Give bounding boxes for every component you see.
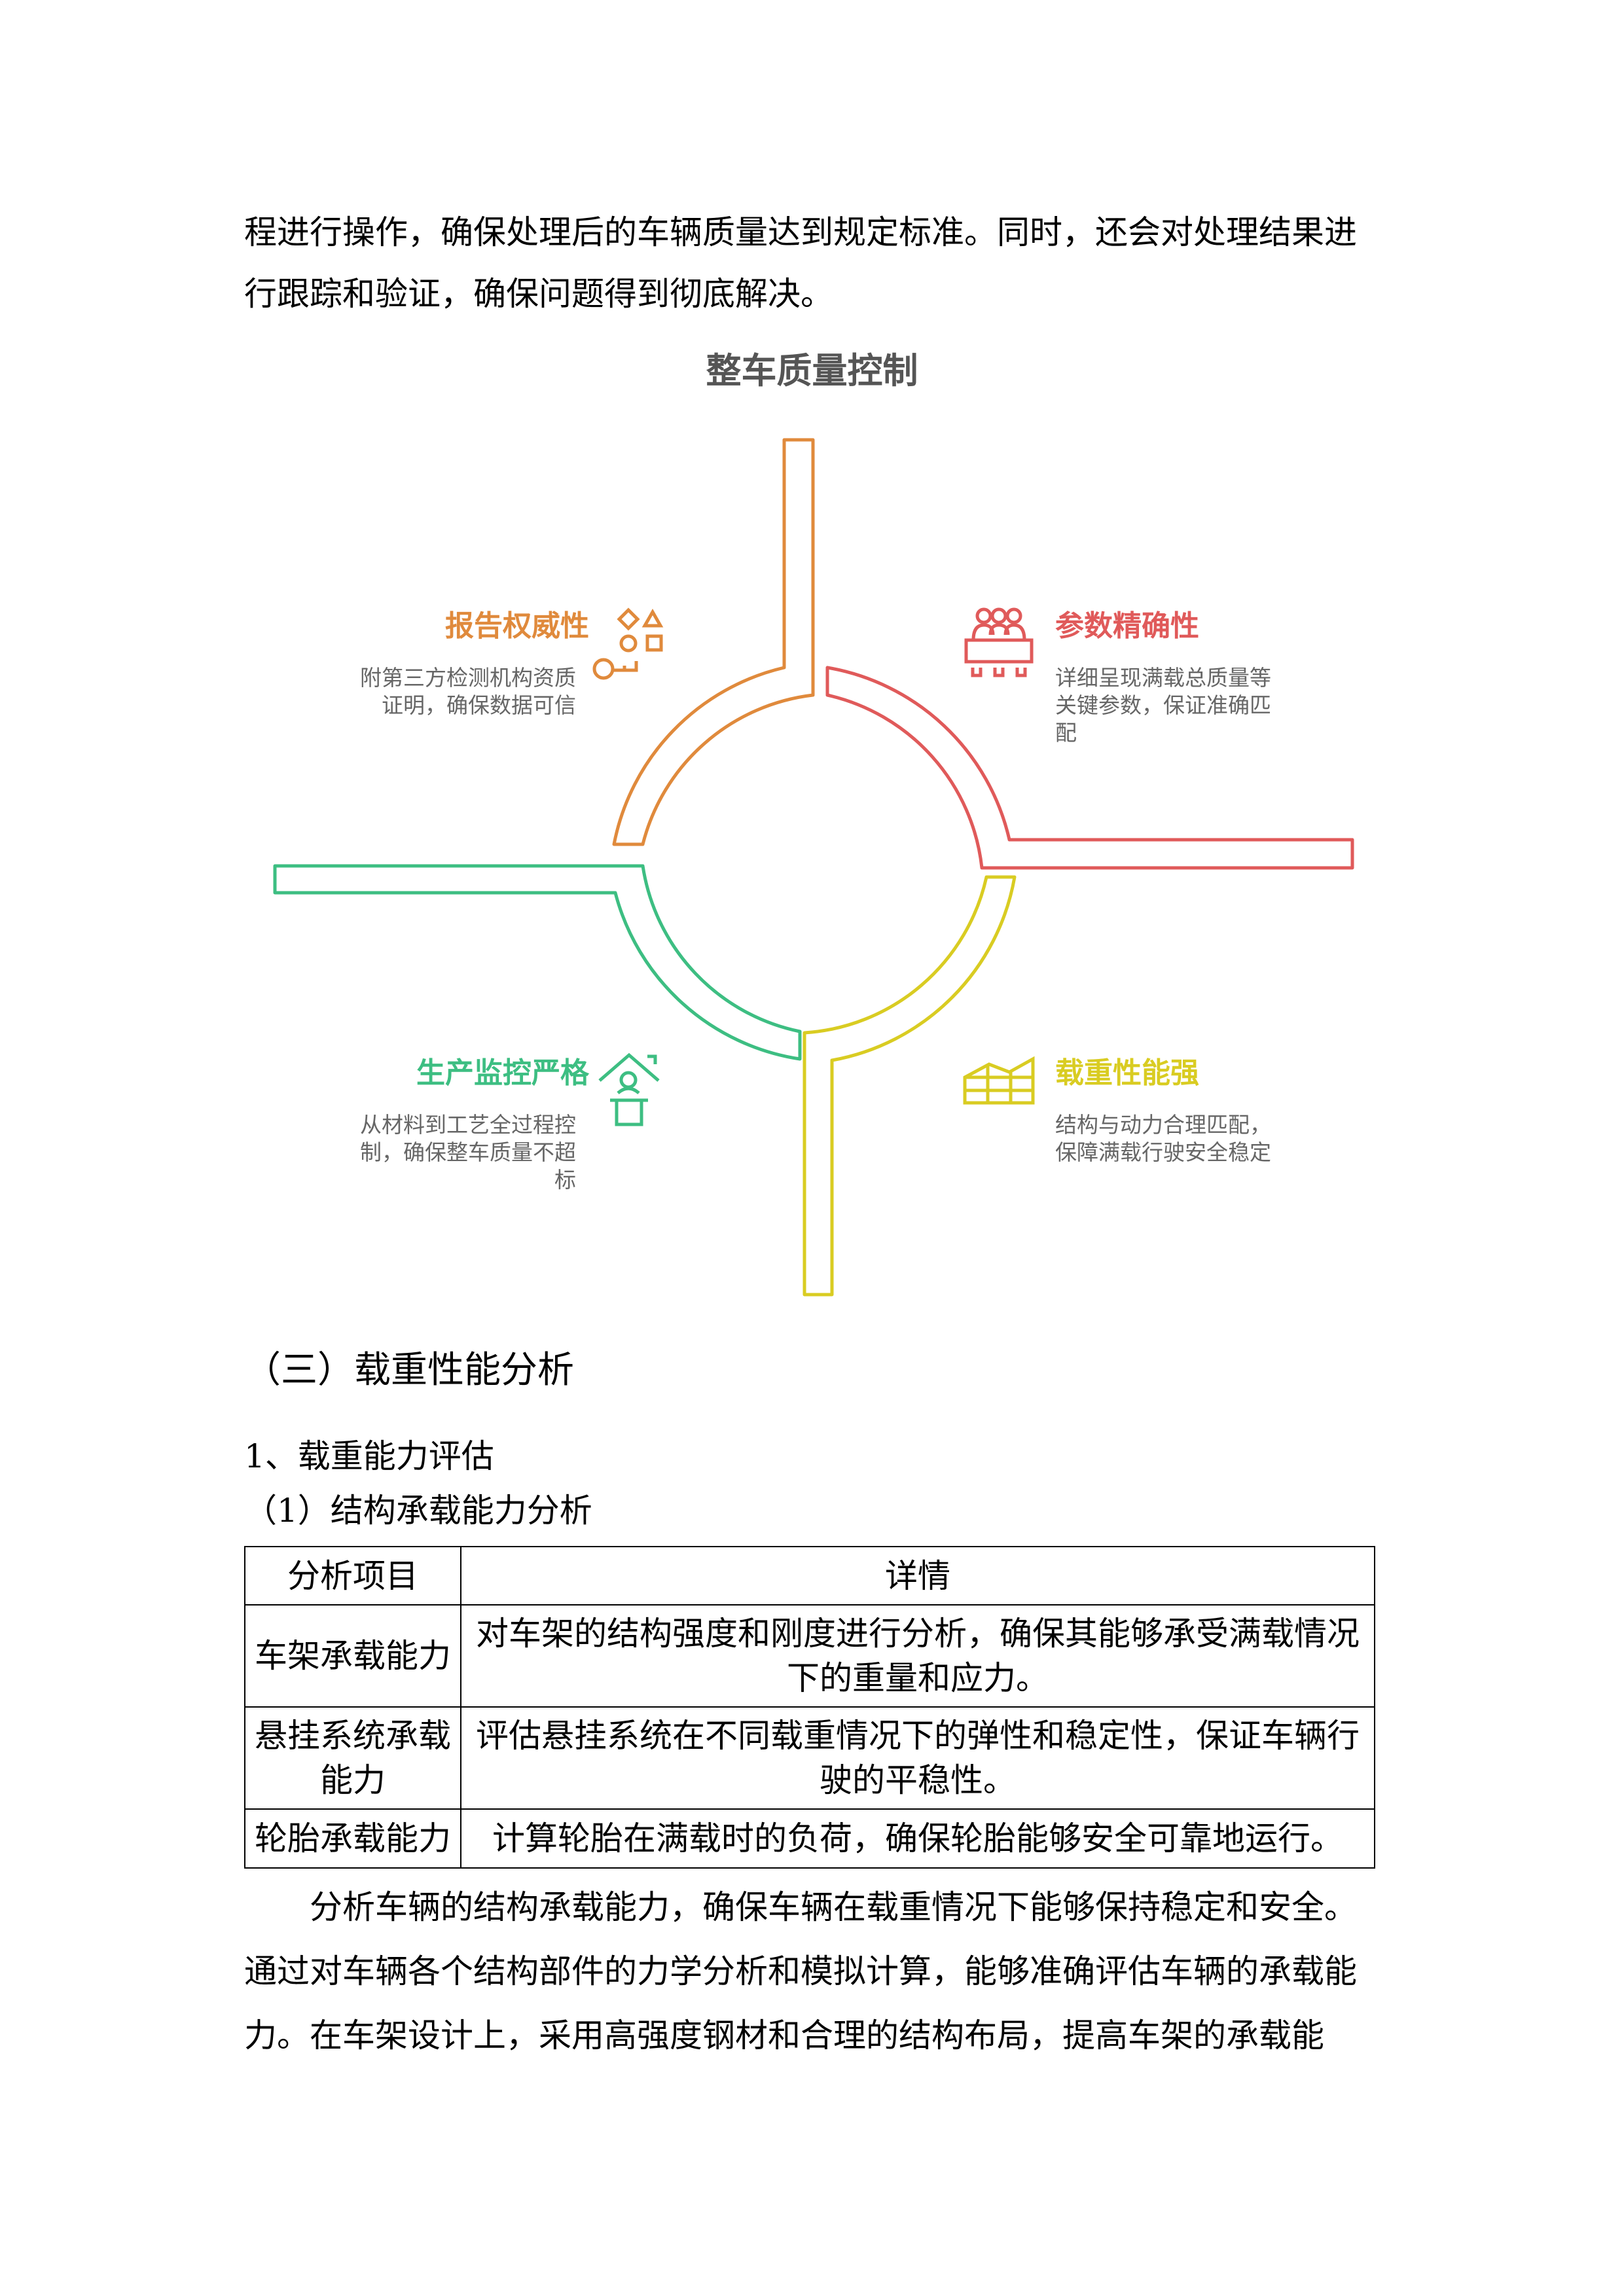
quadrant-title-production-monitoring: 生产监控严格 (416, 1056, 589, 1090)
quadrant-desc-production-monitoring: 从材料到工艺全过程控 制，确保整车质量不超 标 (314, 1111, 576, 1194)
desc-line: 详细呈现满载总质量等 (1055, 665, 1271, 691)
green-arm-shape (273, 864, 802, 1061)
table-cell-item: 悬挂系统承载能力 (244, 1706, 461, 1810)
subsection-heading: 1、载重能力评估 (244, 1437, 494, 1475)
orange-arm-shape (612, 438, 815, 846)
quadrant-title-report-authority: 报告权威性 (445, 609, 589, 643)
table-cell-detail: 评估悬挂系统在不同载重情况下的弹性和稳定性，保证车辆行驶的平稳性。 (460, 1706, 1375, 1810)
house-person-icon (598, 1052, 660, 1126)
quadrant-title-load-performance: 载重性能强 (1055, 1056, 1199, 1090)
subsubsection-heading: （1）结构承载能力分析 (244, 1492, 592, 1530)
quadrant-title-parameter-precision: 参数精确性 (1055, 609, 1199, 643)
red-arm-shape (825, 666, 1354, 870)
table-header-row: 分析项目 详情 (244, 1546, 1375, 1605)
desc-line: 保障满载行驶安全稳定 (1055, 1139, 1271, 1165)
closing-line-3: 力。在车架设计上，采用高强度钢材和合理的结构布局，提高车架的承载能 (244, 2017, 1324, 2054)
section-heading: （三）载重性能分析 (244, 1349, 574, 1391)
table-row: 轮胎承载能力 计算轮胎在满载时的负荷，确保轮胎能够安全可靠地运行。 (244, 1808, 1375, 1869)
factory-grid-icon (963, 1056, 1035, 1105)
desc-line: 结构与动力合理匹配， (1055, 1112, 1271, 1138)
desc-line: 从材料到工艺全过程控 (360, 1112, 576, 1138)
quadrant-desc-report-authority: 附第三方检测机构资质 证明，确保数据可信 (314, 664, 576, 719)
table-cell-item: 车架承载能力 (244, 1604, 461, 1708)
yellow-arm-shape (803, 875, 1017, 1297)
intro-paragraph: 程进行操作，确保处理后的车辆质量达到规定标准。同时，还会对处理结果进 行跟踪和验… (244, 202, 1383, 325)
closing-paragraph: 分析车辆的结构承载能力，确保车辆在载重情况下能够保持稳定和安全。 通过对车辆各个… (244, 1875, 1383, 2068)
table-row: 车架承载能力 对车架的结构强度和刚度进行分析，确保其能够承受满载情况下的重量和应… (244, 1604, 1375, 1708)
table-header-detail: 详情 (460, 1546, 1375, 1605)
table-cell-detail: 计算轮胎在满载时的负荷，确保轮胎能够安全可靠地运行。 (460, 1808, 1375, 1869)
shapes-key-icon (592, 607, 664, 680)
quadrant-desc-parameter-precision: 详细呈现满载总质量等 关键参数，保证准确匹 配 (1055, 664, 1330, 747)
table-row: 悬挂系统承载能力 评估悬挂系统在不同载重情况下的弹性和稳定性，保证车辆行驶的平稳… (244, 1706, 1375, 1810)
desc-line: 配 (1055, 720, 1077, 745)
table-cell-item: 轮胎承载能力 (244, 1808, 461, 1869)
intro-line-2: 行跟踪和验证，确保问题得到彻底解决。 (244, 275, 833, 313)
closing-line-1: 分析车辆的结构承载能力，确保车辆在载重情况下能够保持稳定和安全。 (310, 1888, 1357, 1926)
table-header-item: 分析项目 (244, 1546, 461, 1605)
desc-line: 制，确保整车质量不超 (360, 1139, 576, 1165)
intro-line-1: 程进行操作，确保处理后的车辆质量达到规定标准。同时，还会对处理结果进 (244, 213, 1357, 251)
diagram-title: 整车质量控制 (706, 350, 918, 391)
desc-line: 关键参数，保证准确匹 (1055, 692, 1271, 718)
table-cell-detail: 对车架的结构强度和刚度进行分析，确保其能够承受满载情况下的重量和应力。 (460, 1604, 1375, 1708)
quality-control-diagram (273, 438, 1354, 1297)
desc-line: 标 (554, 1167, 576, 1193)
desc-line: 证明，确保数据可信 (382, 692, 576, 718)
group-table-icon (964, 607, 1034, 677)
quadrant-desc-load-performance: 结构与动力合理匹配， 保障满载行驶安全稳定 (1055, 1111, 1330, 1166)
closing-line-2: 通过对车辆各个结构部件的力学分析和模拟计算，能够准确评估车辆的承载能 (244, 1952, 1357, 1990)
structure-load-table: 分析项目 详情 车架承载能力 对车架的结构强度和刚度进行分析，确保其能够承受满载… (244, 1546, 1375, 1869)
desc-line: 附第三方检测机构资质 (360, 665, 576, 691)
